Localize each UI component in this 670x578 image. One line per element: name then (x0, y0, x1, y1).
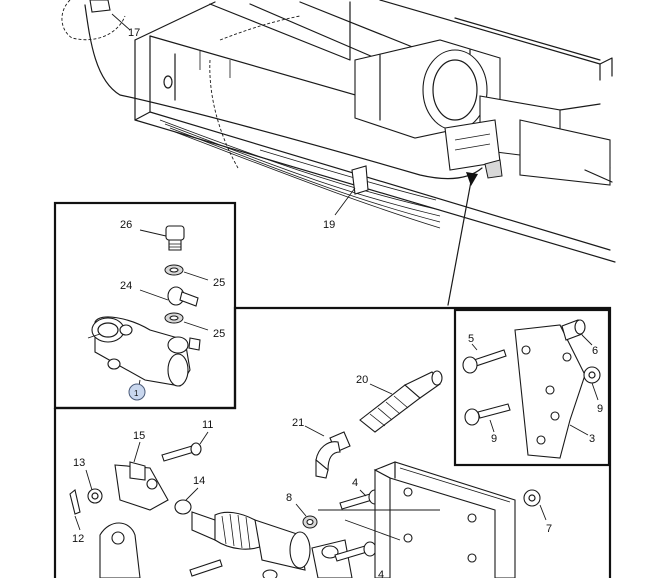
callout-21: 21 (292, 417, 304, 429)
callout-7: 7 (546, 523, 552, 535)
callout-5: 5 (468, 333, 474, 345)
callout-4-upper: 4 (352, 477, 358, 489)
callout-25-lower: 25 (213, 328, 225, 340)
callout-20: 20 (356, 374, 368, 386)
callout-24: 24 (120, 280, 132, 292)
lower-assembly-parts (69, 370, 547, 578)
callout-3: 3 (589, 433, 595, 445)
callout-19: 19 (323, 219, 335, 231)
callout-15: 15 (133, 430, 145, 442)
chassis-assembly (61, 0, 616, 306)
callout-13: 13 (73, 457, 85, 469)
highlight-callout-circle (128, 383, 146, 401)
callout-8: 8 (286, 492, 292, 504)
callout-12: 12 (72, 533, 84, 545)
callout-11: 11 (202, 419, 213, 431)
inset-frame-bracket (453, 308, 611, 467)
callout-17: 17 (128, 27, 140, 39)
callout-9-right: 9 (597, 403, 603, 415)
callout-9-left: 9 (491, 433, 497, 445)
callout-14: 14 (193, 475, 205, 487)
callout-6: 6 (592, 345, 598, 357)
callout-25-upper: 25 (213, 277, 225, 289)
callout-1: 1 (134, 389, 139, 398)
bracket-inset-parts (462, 319, 601, 459)
callout-4-lower: 4 (378, 569, 384, 578)
callout-26: 26 (120, 219, 132, 231)
cylinder-inset-parts (87, 225, 209, 393)
